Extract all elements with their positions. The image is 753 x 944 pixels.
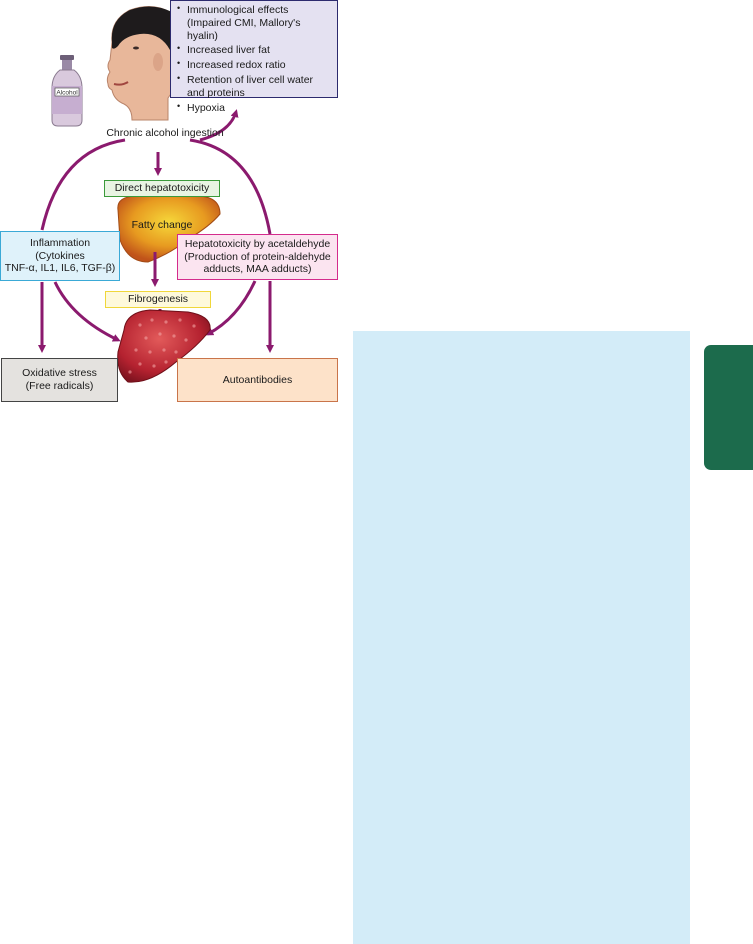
effect-item: Hypoxia [175, 101, 333, 115]
autoantibodies-box: Autoantibodies [177, 358, 338, 402]
fibrogenesis-box: Fibrogenesis [105, 291, 211, 308]
inflammation-line-2: (Cytokines [35, 249, 85, 262]
fibrogenesis-label: Fibrogenesis [127, 293, 189, 306]
oxidative-stress-line-2: (Free radicals) [25, 380, 94, 392]
acetaldehyde-line-1: Hepatotoxicity by acetaldehyde [184, 237, 331, 250]
oxidative-stress-line-1: Oxidative stress [22, 367, 97, 380]
side-note-panel [353, 331, 690, 944]
chronic-line-2: ingestion [181, 127, 224, 139]
effect-item: Retention of liver cell water and protei… [175, 73, 333, 100]
direct-hepatotoxicity-box: Direct hepatotoxicity [104, 180, 220, 197]
effect-item: Immunological effects (Impaired CMI, Mal… [175, 3, 333, 42]
chapter-tab [704, 345, 753, 470]
chronic-ingestion-label: Chronic alcohol ingestion [106, 127, 224, 140]
chronic-line-1: Chronic alcohol [106, 127, 179, 139]
acetaldehyde-line-2: (Production of protein-aldehyde [184, 250, 331, 263]
inflammation-box: Inflammation (Cytokines TNF-α, IL1, IL6,… [0, 231, 120, 281]
inflammation-line-3: TNF-α, IL1, IL6, TGF-β) [4, 262, 116, 275]
effect-item: Increased liver fat [175, 43, 333, 57]
acetaldehyde-box: Hepatotoxicity by acetaldehyde (Producti… [177, 234, 338, 280]
alcohol-bottle-icon: Alcohol [51, 55, 83, 127]
direct-hepatotoxicity-label: Direct hepatotoxicity [114, 182, 210, 195]
person-head-icon [106, 6, 180, 121]
alcohol-liver-diagram: Alcohol [0, 0, 340, 404]
bottle-label: Alcohol [56, 90, 78, 97]
oxidative-stress-box: Oxidative stress (Free radicals) [1, 358, 118, 402]
effects-box: Immunological effects (Impaired CMI, Mal… [170, 0, 338, 114]
autoantibodies-label: Autoantibodies [222, 373, 293, 386]
fatty-change-label: Fatty change [131, 219, 193, 231]
effects-list: Immunological effects (Impaired CMI, Mal… [175, 3, 333, 116]
effect-item: Increased redox ratio [175, 58, 333, 72]
acetaldehyde-line-3: adducts, MAA adducts) [203, 263, 312, 276]
inflammation-line-1: Inflammation [29, 236, 91, 249]
